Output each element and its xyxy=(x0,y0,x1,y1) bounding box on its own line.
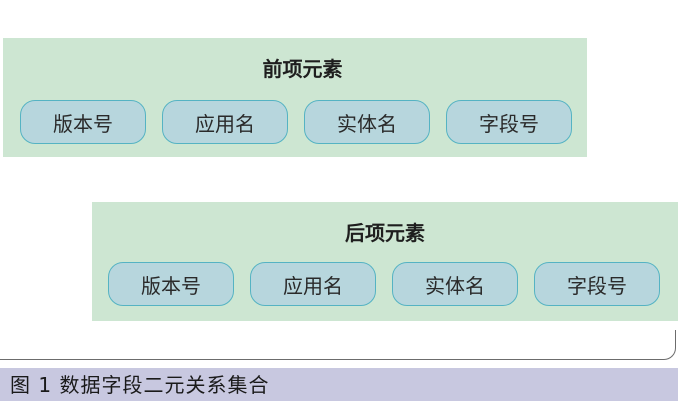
front-element-group: 前项元素 版本号 应用名 实体名 字段号 xyxy=(3,38,587,157)
figure-caption-bar: 图 1 数据字段二元关系集合 xyxy=(0,368,678,401)
front-version-number-field: 版本号 xyxy=(20,100,146,144)
front-application-name-field: 应用名 xyxy=(162,100,288,144)
front-field-number-field: 字段号 xyxy=(446,100,572,144)
back-element-title: 后项元素 xyxy=(345,221,425,245)
front-element-title: 前项元素 xyxy=(262,57,343,81)
back-element-fields: 版本号 应用名 实体名 字段号 xyxy=(108,262,660,306)
back-version-number-field: 版本号 xyxy=(108,262,234,306)
diagram-frame-border xyxy=(0,330,676,360)
back-application-name-field: 应用名 xyxy=(250,262,376,306)
back-entity-name-field: 实体名 xyxy=(392,262,518,306)
front-entity-name-field: 实体名 xyxy=(304,100,430,144)
front-element-fields: 版本号 应用名 实体名 字段号 xyxy=(20,100,572,144)
figure-caption: 图 1 数据字段二元关系集合 xyxy=(10,373,270,397)
back-element-group: 后项元素 版本号 应用名 实体名 字段号 xyxy=(92,202,678,321)
back-field-number-field: 字段号 xyxy=(534,262,660,306)
